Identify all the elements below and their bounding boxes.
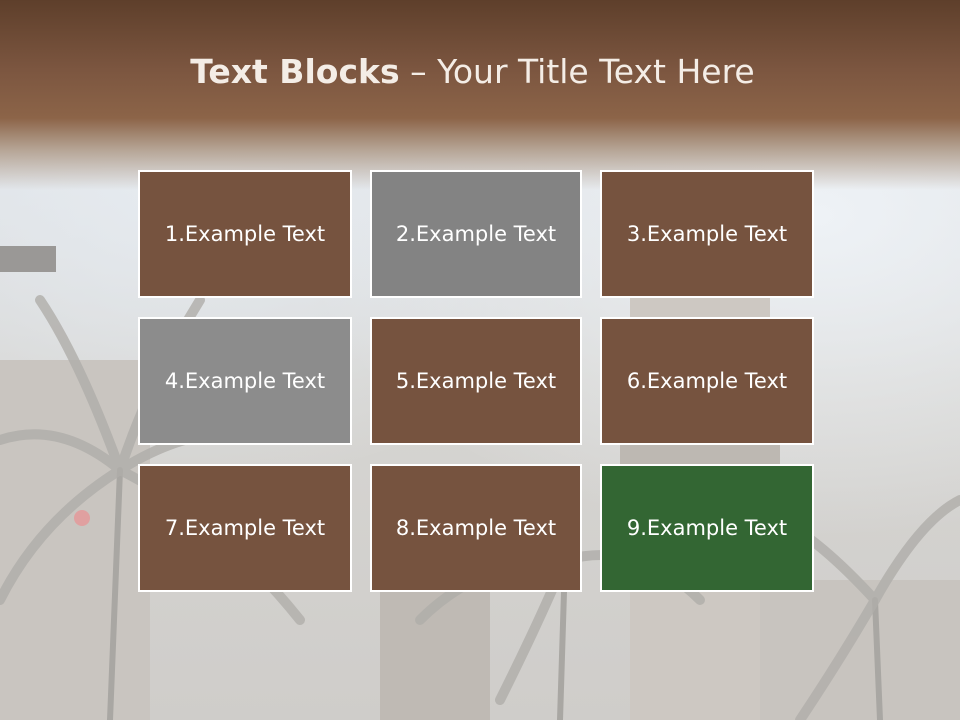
text-block-9[interactable]: 9.Example Text [600, 464, 814, 592]
text-block-3[interactable]: 3.Example Text [600, 170, 814, 298]
text-block-7[interactable]: 7.Example Text [138, 464, 352, 592]
text-block-label: 1.Example Text [164, 222, 326, 246]
title-bold: Text Blocks [190, 52, 400, 91]
text-block-label: 5.Example Text [395, 369, 557, 393]
slide-title: Text Blocks – Your Title Text Here [0, 52, 945, 91]
title-dash: – [399, 52, 438, 91]
text-block-label: 4.Example Text [164, 369, 326, 393]
text-block-grid: 1.Example Text 2.Example Text 3.Example … [138, 170, 814, 592]
text-block-1[interactable]: 1.Example Text [138, 170, 352, 298]
text-block-8[interactable]: 8.Example Text [370, 464, 582, 592]
text-block-label: 9.Example Text [626, 516, 788, 540]
text-block-label: 8.Example Text [395, 516, 557, 540]
text-block-label: 7.Example Text [164, 516, 326, 540]
text-block-label: 3.Example Text [626, 222, 788, 246]
text-block-2[interactable]: 2.Example Text [370, 170, 582, 298]
text-block-label: 6.Example Text [626, 369, 788, 393]
text-block-6[interactable]: 6.Example Text [600, 317, 814, 445]
text-block-4[interactable]: 4.Example Text [138, 317, 352, 445]
text-block-label: 2.Example Text [395, 222, 557, 246]
title-normal: Your Title Text Here [437, 52, 755, 91]
text-block-5[interactable]: 5.Example Text [370, 317, 582, 445]
